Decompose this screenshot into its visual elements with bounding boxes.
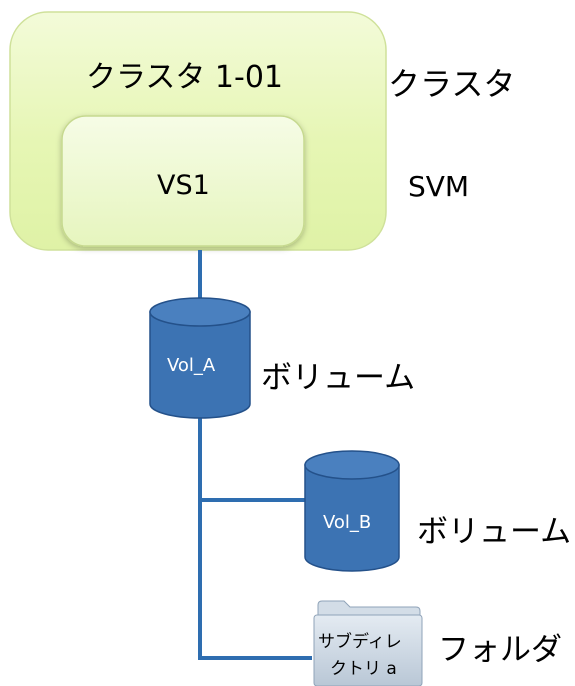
connector-lines (198, 250, 312, 660)
volume-b-name: Vol_B (323, 512, 372, 533)
volume-b-cylinder (304, 450, 400, 572)
folder-icon (313, 600, 423, 686)
svm-name: VS1 (157, 170, 210, 201)
cluster-name: クラスタ 1-01 (86, 60, 284, 95)
volume-a-type-label: ボリューム (261, 360, 416, 396)
volume-b-type-label: ボリューム (417, 514, 572, 550)
volume-a-name: Vol_A (167, 355, 216, 376)
cluster-type-label: クラスタ (388, 65, 516, 103)
svm-box (61, 115, 305, 247)
folder-name-line2: クトリ a (330, 659, 397, 679)
folder-type-label: フォルダ (438, 632, 562, 668)
volume-a-cylinder (149, 297, 251, 419)
folder-name-line1: サブディレ (318, 632, 402, 652)
svm-type-label: SVM (408, 170, 470, 203)
